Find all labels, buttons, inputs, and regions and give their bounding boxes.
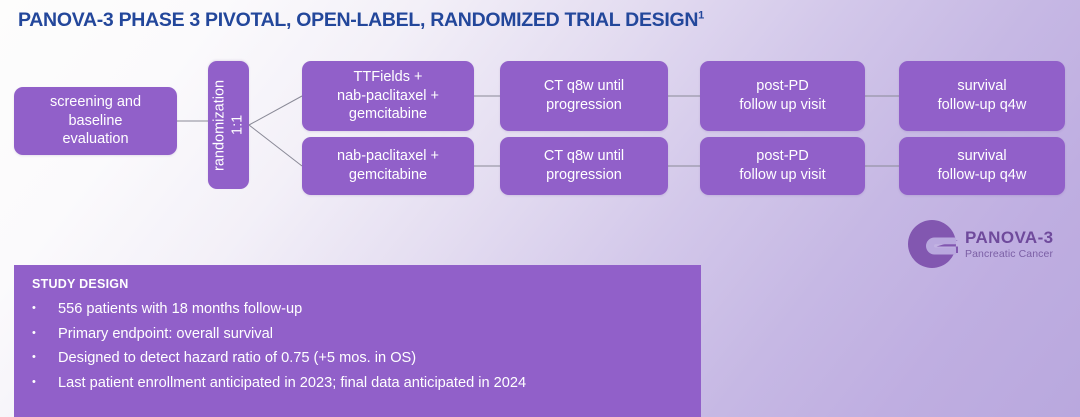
flow-node-arm-a-treatment: TTFields + nab-paclitaxel + gemcitabine bbox=[302, 61, 474, 131]
flow-node-randomization: randomization 1:1 bbox=[208, 61, 249, 189]
panova-logo-tagline: Pancreatic Cancer bbox=[965, 247, 1054, 260]
flow-node-screening: screening and baseline evaluation bbox=[14, 87, 177, 155]
panova-logo-text: PANOVA-3 Pancreatic Cancer bbox=[965, 229, 1054, 260]
page-title: PANOVA-3 PHASE 3 PIVOTAL, OPEN-LABEL, RA… bbox=[18, 9, 704, 32]
flow-node-arm-a-survival: survival follow-up q4w bbox=[899, 61, 1065, 131]
list-item-label: 556 patients with 18 months follow-up bbox=[58, 301, 303, 317]
page-title-text: PANOVA-3 PHASE 3 PIVOTAL, OPEN-LABEL, RA… bbox=[18, 9, 699, 31]
trial-design-flow-diagram: screening and baseline evaluation random… bbox=[14, 61, 1065, 195]
bullet-glyph: • bbox=[32, 351, 36, 364]
panova-logo: PANOVA-3 Pancreatic Cancer bbox=[906, 216, 1076, 272]
bullet-glyph: • bbox=[32, 302, 36, 314]
flow-node-arm-b-treatment: nab-paclitaxel + gemcitabine bbox=[302, 137, 474, 195]
list-item: • 556 patients with 18 months follow-up bbox=[32, 298, 701, 320]
study-design-heading: STUDY DESIGN bbox=[32, 277, 129, 291]
flow-node-arm-b-survival: survival follow-up q4w bbox=[899, 137, 1065, 195]
list-item-label: Designed to detect hazard ratio of 0.75 … bbox=[58, 350, 417, 367]
panova-circle-notch-icon bbox=[908, 220, 958, 268]
page-title-footnote-marker: 1 bbox=[698, 9, 704, 22]
panova-logo-name: PANOVA-3 bbox=[965, 227, 1054, 247]
flow-node-arm-a-post-pd: post-PD follow up visit bbox=[700, 61, 865, 131]
list-item: • Primary endpoint: overall survival bbox=[32, 323, 701, 345]
study-design-bullet-list: • 556 patients with 18 months follow-up … bbox=[32, 298, 701, 394]
list-item: • Designed to detect hazard ratio of 0.7… bbox=[32, 347, 701, 369]
flow-node-arm-b-post-pd: post-PD follow up visit bbox=[700, 137, 865, 195]
study-design-panel: STUDY DESIGN • 556 patients with 18 mont… bbox=[14, 265, 701, 417]
bullet-glyph: • bbox=[32, 376, 36, 389]
list-item-label: Primary endpoint: overall survival bbox=[58, 325, 273, 342]
list-item-label: Last patient enrollment anticipated in 2… bbox=[58, 375, 527, 392]
list-item: • Last patient enrollment anticipated in… bbox=[32, 372, 701, 394]
bullet-glyph: • bbox=[32, 326, 36, 339]
flow-node-arm-a-imaging: CT q8w until progression bbox=[500, 61, 668, 131]
flow-node-arm-b-imaging: CT q8w until progression bbox=[500, 137, 668, 195]
